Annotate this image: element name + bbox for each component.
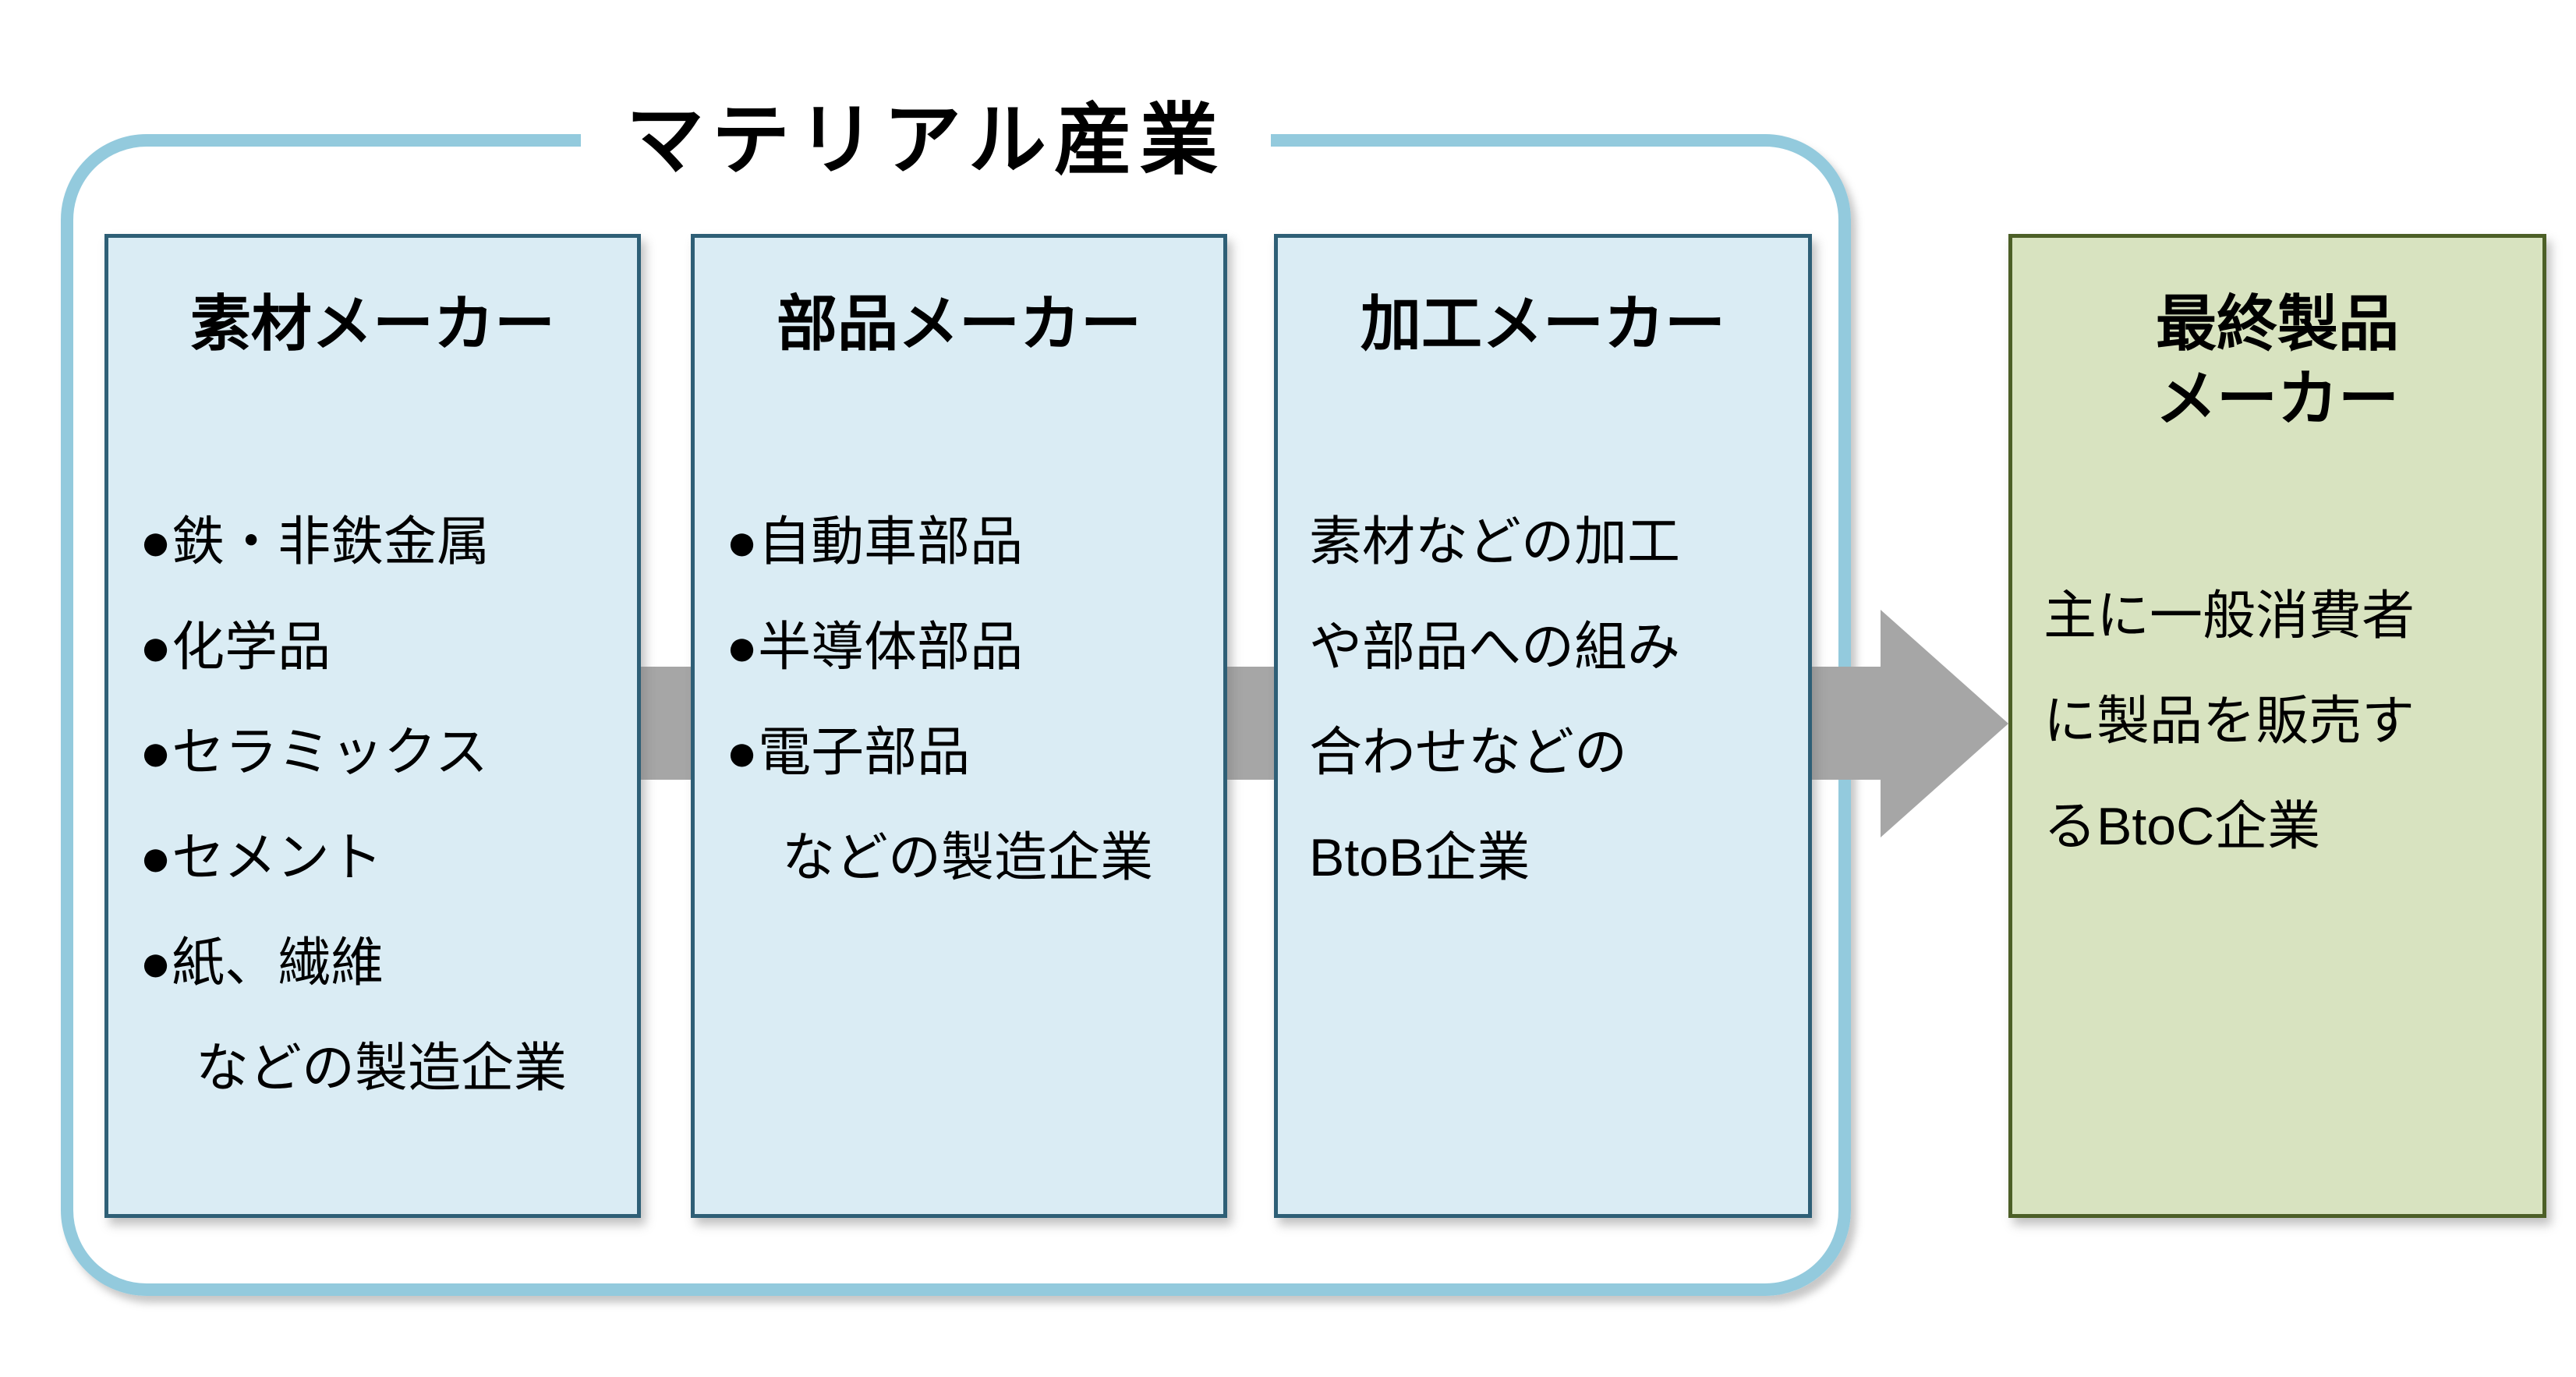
box-header: 部品メーカー [776,289,1141,358]
box-parts-makers: 部品メーカー ●自動車部品 ●半導体部品 ●電子部品 などの製造企業 [691,234,1227,1218]
box-material-makers: 素材メーカー ●鉄・非鉄金属 ●化学品 ●セラミックス ●セメント ●紙、繊維 … [104,234,641,1218]
box-body: ●自動車部品 ●半導体部品 ●電子部品 などの製造企業 [726,490,1211,911]
box-body: 素材などの加工 や部品への組み 合わせなどの BtoB企業 [1309,490,1796,911]
box-header: 最終製品 メーカー [2012,286,2542,436]
body-line: るBtoC企業 [2043,797,2321,856]
box-final-product-makers: 最終製品 メーカー 主に一般消費者 に製品を販売す るBtoC企業 [2008,234,2546,1218]
body-line: 素材などの加工 [1309,512,1681,572]
box-header: 素材メーカー [189,289,555,358]
frame-title: マテリアル産業 [581,86,1271,195]
body-line: や部品への組み [1309,618,1681,677]
body-line: に製品を販売す [2043,692,2415,751]
list-suffix: などの製造企業 [782,828,1154,887]
connector-bar-1 [638,667,694,780]
body-line: 合わせなどの [1309,723,1628,782]
flow-arrow-head-icon [1881,610,2008,837]
list-item: ●鉄・非鉄金属 [140,512,490,572]
list-suffix: などの製造企業 [196,1039,568,1098]
box-header-line: 最終製品 [2155,289,2399,358]
body-line: 主に一般消費者 [2043,586,2415,646]
body-line: BtoB企業 [1309,828,1530,887]
flow-arrow-shaft [1809,667,1884,780]
box-header-line: メーカー [2155,364,2399,433]
list-item: ●電子部品 [726,723,971,782]
box-header: 加工メーカー [1360,289,1725,358]
material-industry-frame [61,134,1851,1296]
list-item: ●セラミックス [140,723,489,782]
list-item: ●化学品 [140,618,331,677]
box-processing-makers: 加工メーカー 素材などの加工 や部品への組み 合わせなどの BtoB企業 [1274,234,1812,1218]
box-body: ●鉄・非鉄金属 ●化学品 ●セラミックス ●セメント ●紙、繊維 などの製造企業 [140,490,625,1121]
list-item: ●自動車部品 [726,512,1024,572]
connector-bar-2 [1224,667,1277,780]
box-body: 主に一般消費者 に製品を販売す るBtoC企業 [2043,564,2530,880]
list-item: ●紙、繊維 [140,933,384,993]
list-item: ●半導体部品 [726,618,1024,677]
list-item: ●セメント [140,828,383,887]
